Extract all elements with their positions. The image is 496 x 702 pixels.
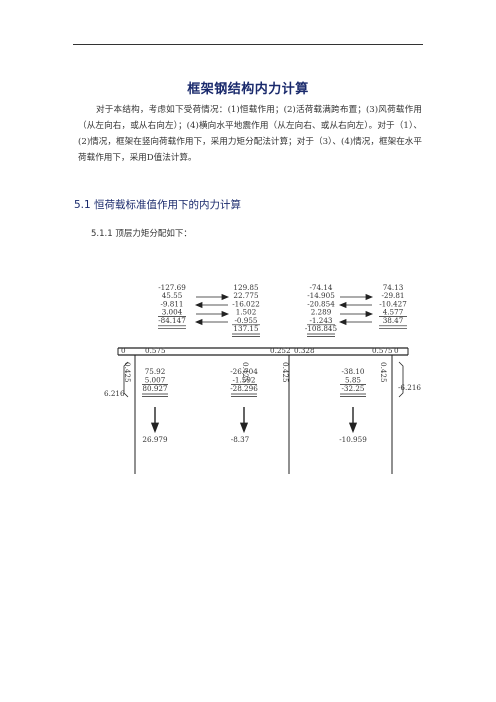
- beam-moment-value: 137.15: [233, 324, 259, 333]
- beam-moment-value: -20.854: [307, 299, 335, 308]
- beam-moment-value: -84.147: [158, 316, 186, 325]
- column-moment-value: 5.85: [345, 376, 361, 385]
- beam-moment-value: 45.55: [162, 291, 183, 300]
- beam-moment-value: -29.81: [381, 291, 404, 300]
- beam-moment-value: -16.022: [232, 299, 260, 308]
- column-moment-value: -32.25: [341, 384, 364, 393]
- beam-moment-value: 22.775: [233, 291, 259, 300]
- beam-moment-value: 74.13: [383, 283, 404, 292]
- column-moment-value: -26.704: [230, 367, 258, 376]
- carry-over-arrow-head: [221, 310, 230, 318]
- carry-over-arrow-head: [365, 293, 374, 301]
- beam-moment-value: -10.427: [379, 299, 407, 308]
- carry-over-arrow-head: [338, 301, 347, 309]
- subsection-heading: 5.1.1 顶层力矩分配如下：: [91, 229, 192, 239]
- beam-moment-value: -74.14: [309, 283, 332, 292]
- column-base-moment: -10.959: [339, 435, 367, 444]
- beam-moment-value: 38.47: [383, 316, 404, 325]
- right-side-moment-bracket: [398, 361, 404, 398]
- beam-moment-value: 3.004: [162, 308, 183, 317]
- carry-down-arrow-head: [348, 422, 358, 434]
- column-moment-value: -1.592: [232, 376, 255, 385]
- beam-moment-value: 1.502: [236, 308, 257, 317]
- carry-over-arrow-head: [194, 301, 203, 309]
- beam-moment-value: 129.85: [233, 283, 259, 292]
- column-moment-value: 5.007: [145, 376, 166, 385]
- column-moment-value: 75.92: [145, 367, 166, 376]
- column-base-moment: -8.37: [231, 435, 250, 444]
- carry-over-arrow-head: [221, 293, 230, 301]
- carry-over-arrow-head: [194, 318, 203, 326]
- column-factor: 0.425: [281, 362, 290, 383]
- distribution-factor: 0: [121, 346, 126, 355]
- distribution-factor: 0: [394, 346, 399, 355]
- column-moment-value: 80.927: [142, 384, 168, 393]
- page-title: 框架钢结构内力计算: [187, 82, 309, 97]
- beam-moment-value: -108.845: [305, 324, 338, 333]
- column-factor: 0.425: [241, 362, 250, 383]
- distribution-factor: 0.575: [145, 346, 166, 355]
- column-moment-value: -28.296: [230, 384, 258, 393]
- distribution-factor: 0.328: [294, 346, 315, 355]
- column-moment-value: -38.10: [341, 367, 364, 376]
- section-heading: 5.1 恒荷载标准值作用下的内力计算: [74, 199, 242, 211]
- beam-moment-value: -127.69: [158, 283, 186, 292]
- side-moment-value: -6.216: [398, 383, 421, 392]
- intro-paragraph: 对于本结构，考虑如下受荷情况：(1)恒载作用；(2)活荷载满跨布置；(3)风荷载…: [78, 105, 422, 163]
- distribution-factor: 0.252: [270, 346, 291, 355]
- beam-moment-value: 4.577: [383, 308, 404, 317]
- beam-moment-value: -9.811: [160, 299, 183, 308]
- beam-moment-value: -1.243: [309, 316, 332, 325]
- side-moment-value: 6.216: [104, 389, 125, 398]
- header-rule: [73, 44, 423, 45]
- beam-moment-value: 2.289: [311, 308, 332, 317]
- column-base-moment: 26.979: [142, 435, 168, 444]
- column-factor: 0.425: [379, 362, 388, 383]
- carry-over-arrow-head: [338, 318, 347, 326]
- left-side-moment-bracket: [123, 361, 129, 398]
- carry-down-arrow-head: [150, 422, 160, 434]
- column-factor: 0.425: [123, 362, 132, 383]
- beam-moment-value: -0.955: [234, 316, 257, 325]
- distribution-factor: 0.575: [372, 346, 393, 355]
- beam-moment-value: -14.905: [307, 291, 335, 300]
- carry-down-arrow-head: [239, 422, 249, 434]
- frame-structure: [117, 347, 409, 474]
- carry-over-arrow-head: [365, 310, 374, 318]
